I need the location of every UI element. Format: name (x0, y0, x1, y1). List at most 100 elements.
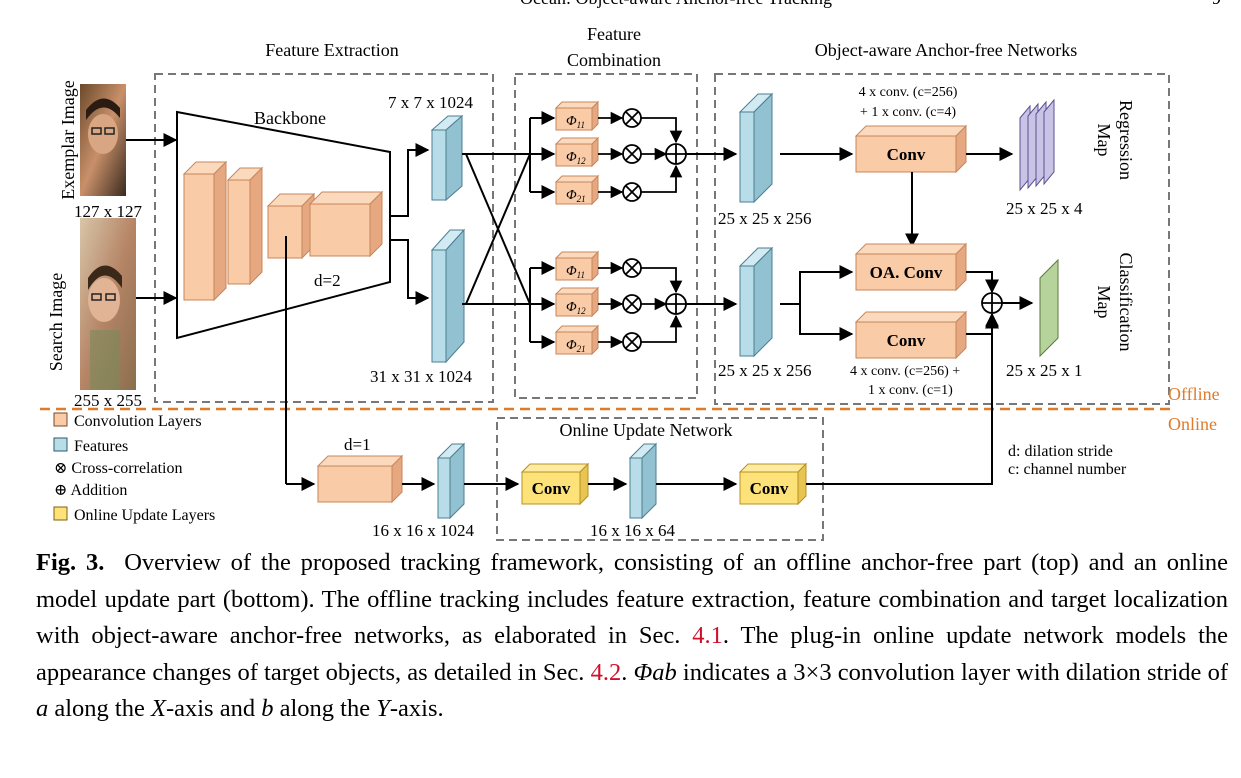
anchor-free-box (714, 73, 1170, 405)
feature-16x16-1024 (436, 442, 466, 520)
search-label: Search Image (46, 273, 66, 371)
caption-text-3: . (621, 658, 628, 686)
svg-text:Φ12: Φ12 (566, 300, 586, 316)
online-update-title: Online Update Network (560, 420, 733, 440)
var-y: Y (376, 695, 390, 722)
xcorr-bottom (598, 258, 687, 352)
caption-text-7: along the (279, 695, 371, 722)
classification-label-2: Map (1094, 286, 1114, 319)
online-conv-2: Conv (738, 462, 808, 506)
backbone-conv-2 (226, 166, 264, 286)
feature-31x31-label: 31 x 31 x 1024 (370, 367, 473, 386)
svg-text:Φ21: Φ21 (566, 188, 586, 204)
classification-map (1039, 258, 1059, 358)
feature-16x16-1024-label: 16 x 16 x 1024 (372, 521, 475, 540)
caption-text-2: . The plug-in online update network mode… (36, 622, 1229, 686)
section-link-4-2[interactable]: 4.2 (590, 658, 622, 686)
phi-block-bottom-11: Φ11 (554, 250, 600, 282)
anchor-free-title: Object-aware Anchor-free Networks (815, 40, 1078, 60)
var-x: X (151, 695, 166, 722)
offline-label: Offline (1168, 384, 1220, 404)
svg-text:⊗ Cross-correlation: ⊗ Cross-correlation (54, 460, 182, 477)
feature-combination-title-1: Feature (587, 24, 641, 44)
feature-extraction-title: Feature Extraction (265, 40, 398, 60)
section-link-4-1[interactable]: 4.1 (692, 622, 723, 649)
regression-map (1019, 98, 1055, 192)
classification-note-1: 4 x conv. (c=256) + (850, 364, 960, 379)
exemplar-size: 127 x 127 (74, 202, 143, 221)
svg-text:⊕ Addition: ⊕ Addition (54, 482, 127, 499)
svg-text:Conv: Conv (750, 479, 789, 498)
online-update-box (496, 417, 824, 541)
online-label: Online (1168, 414, 1217, 434)
feature-25x25-top-label: 25 x 25 x 256 (718, 209, 812, 228)
classification-conv-block: Conv (854, 310, 968, 360)
svg-text:Features: Features (74, 438, 128, 455)
svg-text:Conv: Conv (532, 479, 571, 498)
svg-text:Φ21: Φ21 (566, 338, 586, 354)
feature-extraction-box (154, 73, 494, 403)
backbone-conv-4 (308, 190, 384, 258)
figure-label: Fig. 3. (36, 549, 105, 576)
svg-text:Φ12: Φ12 (566, 150, 586, 166)
feature-25x25-bottom-label: 25 x 25 x 256 (718, 361, 812, 380)
note-channel: c: channel number (1008, 461, 1127, 478)
addition-final (981, 292, 1003, 314)
classification-label-1: Classification (1116, 253, 1136, 352)
svg-text:Conv: Conv (887, 331, 926, 350)
feature-combination-title-2: Combination (567, 50, 661, 70)
feature-25x25-bottom (738, 246, 774, 358)
phi-block-top-21: Φ21 (554, 174, 600, 206)
var-b: b (261, 695, 274, 722)
page-number: 9 (1212, 0, 1221, 8)
caption-text-4: indicates a 3×3 convolution layer with d… (682, 658, 1229, 686)
caption-text-5: along the (54, 695, 145, 722)
tracking-framework-diagram: Ocean: Object-aware Anchor-free Tracking… (40, 0, 1221, 541)
regression-map-size: 25 x 25 x 4 (1006, 199, 1083, 218)
phi-block-top-12: Φ12 (554, 136, 600, 168)
var-a: a (36, 695, 49, 722)
svg-text:OA. Conv: OA. Conv (870, 263, 943, 282)
regression-note-1: 4 x conv. (c=256) (859, 85, 958, 100)
regression-note-2: + 1 x conv. (c=4) (860, 105, 956, 120)
search-image (80, 218, 136, 390)
feature-7x7-label: 7 x 7 x 1024 (388, 93, 474, 112)
svg-text:Φ11: Φ11 (566, 114, 585, 130)
online-backbone-conv (316, 454, 404, 504)
feature-31x31 (430, 228, 466, 364)
svg-text:Online Update Layers: Online Update Layers (74, 507, 215, 524)
caption-text-6: -axis and (165, 695, 256, 722)
exemplar-image (80, 84, 126, 196)
phi-symbol: Φab (633, 658, 677, 686)
running-title: Ocean: Object-aware Anchor-free Tracking (520, 0, 832, 8)
phi-block-bottom-21: Φ21 (554, 324, 600, 356)
legend: Convolution Layers Features ⊗ Cross-corr… (53, 412, 215, 524)
online-conv-1: Conv (520, 462, 590, 506)
svg-text:Φ11: Φ11 (566, 264, 585, 280)
regression-conv-block: Conv (854, 124, 968, 174)
exemplar-label: Exemplar Image (58, 80, 78, 199)
backbone-conv-1 (182, 160, 228, 302)
backbone-label: Backbone (254, 108, 326, 128)
feature-7x7 (430, 114, 464, 202)
backbone-conv-3 (266, 192, 316, 260)
feature-16x16-64 (628, 442, 658, 520)
dilation-2-label: d=2 (314, 271, 341, 290)
caption-text-8: -axis. (389, 695, 444, 722)
oa-conv-block: OA. Conv (854, 242, 968, 292)
caption-text-1: Overview of the proposed tracking framew… (36, 549, 1229, 649)
classification-note-2: 1 x conv. (c=1) (868, 383, 953, 398)
classification-map-size: 25 x 25 x 1 (1006, 361, 1083, 380)
svg-text:Convolution Layers: Convolution Layers (74, 413, 202, 430)
dilation-1-label: d=1 (344, 435, 371, 454)
svg-text:Conv: Conv (887, 145, 926, 164)
phi-block-bottom-12: Φ12 (554, 286, 600, 318)
figure-caption: Fig. 3. Overview of the proposed trackin… (36, 545, 1228, 728)
regression-label-1: Regression (1116, 100, 1136, 180)
xcorr-top (598, 108, 687, 202)
search-size: 255 x 255 (74, 391, 142, 410)
regression-label-2: Map (1094, 124, 1114, 157)
phi-block-top-11: Φ11 (554, 100, 600, 132)
note-dilation: d: dilation stride (1008, 443, 1113, 460)
feature-16x16-64-label: 16 x 16 x 64 (590, 521, 676, 540)
